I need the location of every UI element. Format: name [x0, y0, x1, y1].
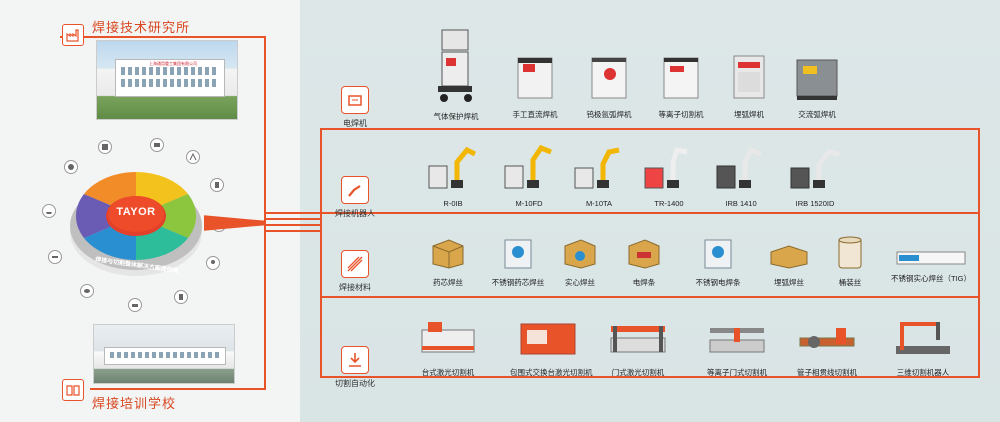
product-label: 等离子门式切割机 — [707, 368, 767, 377]
product-label: M-10FD — [515, 199, 543, 208]
product-label: R-0IB — [443, 199, 463, 208]
product-welder: 交流弧焊机 — [782, 52, 852, 120]
product-label: 手工直流焊机 — [512, 110, 558, 119]
robot-icon — [98, 140, 112, 154]
product-label: 门式激光切割机 — [611, 368, 665, 377]
product-label: 等离子切割机 — [658, 110, 704, 119]
product-label: 电焊条 — [632, 278, 656, 287]
connector-line — [90, 388, 266, 390]
tank-icon — [80, 284, 94, 298]
connector-line — [978, 128, 980, 378]
product-robot: M-10FD — [500, 140, 558, 208]
school-title: 焊接培训学校 — [92, 396, 177, 411]
product-label: 药芯焊丝 — [433, 278, 463, 287]
building-icon — [210, 178, 224, 192]
connector-line — [264, 218, 322, 220]
welder-icon — [341, 86, 369, 114]
product-label: 不锈钢电焊条 — [695, 278, 741, 287]
solution-ring: TAYOR 焊接与切割整体解决方案提供商 — [66, 150, 206, 290]
product-label: 不锈钢实心焊丝（TIG） — [891, 274, 971, 283]
product-welder: 气体保护焊机 — [426, 28, 486, 122]
connector-line — [264, 224, 322, 226]
cutting-icon — [341, 346, 369, 374]
product-material: 埋弧焊丝 — [764, 244, 814, 288]
product-label: 不锈钢药芯焊丝 — [491, 278, 545, 287]
connector-line — [60, 36, 265, 38]
center-logo: TAYOR — [116, 206, 156, 218]
book-icon — [62, 379, 84, 401]
product-label: TR-1400 — [654, 199, 684, 208]
product-cutter: 等离子门式切割机 — [700, 316, 774, 378]
connector-line — [264, 230, 322, 232]
gear-icon — [64, 160, 78, 174]
connector-line — [320, 212, 980, 214]
category-label: 焊接材料 — [339, 283, 371, 292]
product-robot: TR-1400 — [640, 140, 698, 208]
product-label: 三维切割机器人 — [896, 368, 950, 377]
product-label: 实心焊丝 — [565, 278, 595, 287]
product-material: 不锈钢实心焊丝（TIG） — [888, 250, 974, 284]
product-robot: R-0IB — [424, 140, 482, 208]
product-material: 不锈钢药芯焊丝 — [482, 236, 554, 288]
product-label: 气体保护焊机 — [433, 112, 479, 121]
wire-icon — [341, 250, 369, 278]
product-material: 电焊条 — [624, 236, 664, 288]
connector-line — [320, 296, 980, 298]
robot-arm-icon — [341, 176, 369, 204]
connector-line — [320, 128, 980, 130]
school-photo — [93, 324, 235, 384]
institute-title: 焊接技术研究所 — [92, 20, 191, 35]
factory-icon — [62, 24, 84, 46]
product-label: 交流弧焊机 — [798, 110, 836, 119]
category-label: 电焊机 — [343, 119, 367, 128]
product-robot: IRB 1520ID — [786, 140, 844, 208]
product-material: 实心焊丝 — [560, 236, 600, 288]
product-material: 药芯焊丝 — [428, 236, 468, 288]
product-material: 不锈钢电焊条 — [688, 236, 748, 288]
product-cutter: 包围式交换台激光切割机 — [510, 316, 593, 378]
product-welder: 埋弧焊机 — [714, 52, 784, 120]
product-welder: 钨极氩弧焊机 — [574, 52, 644, 120]
ring-chart — [70, 172, 202, 276]
product-robot: IRB 1410 — [712, 140, 770, 208]
product-cutter: 门式激光切割机 — [606, 316, 670, 378]
product-cutter: 台式激光切割机 — [416, 316, 480, 378]
product-robot: M-10TA — [570, 140, 628, 208]
product-label: 台式激光切割机 — [421, 368, 475, 377]
institute-photo: 上海通用重工集团有限公司 — [96, 40, 238, 120]
product-label: 包围式交换台激光切割机 — [510, 368, 593, 377]
rail-icon — [174, 290, 188, 304]
crane-icon — [186, 150, 200, 164]
category-label: 切割自动化 — [335, 379, 375, 388]
product-label: IRB 1520ID — [795, 199, 835, 208]
category-label: 焊接机器人 — [335, 209, 375, 218]
product-cutter: 管子相贯线切割机 — [790, 316, 864, 378]
product-label: 埋弧焊丝 — [774, 278, 804, 287]
product-label: 桶装丝 — [838, 278, 862, 287]
building-sign: 上海通用重工集团有限公司 — [149, 61, 197, 66]
product-label: 管子相贯线切割机 — [797, 368, 857, 377]
connector-line — [264, 212, 322, 214]
product-welder: 手工直流焊机 — [500, 52, 570, 120]
product-material: 桶装丝 — [830, 236, 870, 288]
car-icon — [128, 298, 142, 312]
product-label: 埋弧焊机 — [734, 110, 764, 119]
pipe-icon — [48, 250, 62, 264]
product-label: IRB 1410 — [725, 199, 757, 208]
product-label: M-10TA — [585, 199, 613, 208]
location-icon — [206, 256, 220, 270]
truck-icon — [150, 138, 164, 152]
product-label: 钨极氩弧焊机 — [586, 110, 632, 119]
product-welder: 等离子切割机 — [646, 52, 716, 120]
product-cutter: 三维切割机器人 — [886, 316, 960, 378]
connector-line — [320, 128, 322, 378]
connector-line — [320, 376, 980, 378]
ship-icon — [42, 204, 56, 218]
